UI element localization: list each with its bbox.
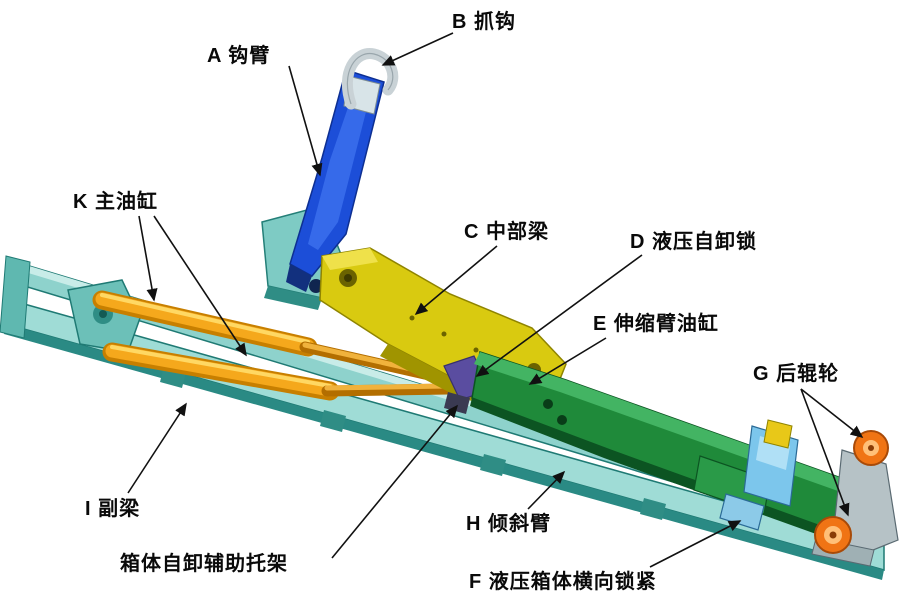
leader-lines [127, 32, 864, 568]
label-hook-arm: A 钩臂 [207, 45, 271, 67]
leader-line-d [475, 254, 643, 377]
label-tilt-arm: H 倾斜臂 [466, 513, 551, 535]
leader-line-a [288, 65, 323, 177]
rear-roller-top-part [853, 430, 889, 466]
leader-line-bracket [331, 404, 459, 559]
leader-line-h [527, 470, 566, 510]
leader-line-k1 [138, 215, 158, 302]
lateral-lock-part [719, 419, 799, 531]
leader-line-c [414, 245, 498, 316]
leader-line-k2 [153, 215, 247, 357]
label-main-cylinder: K 主油缸 [73, 191, 158, 213]
label-lateral-box-lock: F 液压箱体横向锁紧 [469, 571, 657, 593]
leader-line-e [528, 337, 607, 385]
label-subframe: I 副梁 [85, 498, 141, 520]
label-middle-beam: C 中部梁 [464, 221, 549, 243]
leader-line-f [649, 520, 742, 568]
label-rear-roller: G 后辊轮 [753, 363, 840, 385]
main-cylinders-part [92, 290, 454, 401]
label-telescopic-cylinder: E 伸缩臂油缸 [593, 313, 719, 335]
leader-line-g1 [800, 388, 864, 438]
leader-line-b [381, 32, 454, 66]
rear-roller-bottom-part [814, 516, 852, 554]
label-unload-assist-bracket: 箱体自卸辅助托架 [120, 553, 288, 575]
label-grab-hook: B 抓钩 [452, 11, 516, 33]
leader-line-i [127, 402, 187, 494]
grab-hook-part [341, 48, 399, 115]
leader-line-g2 [800, 388, 850, 517]
label-hydraulic-unload-lock: D 液压自卸锁 [630, 231, 757, 253]
